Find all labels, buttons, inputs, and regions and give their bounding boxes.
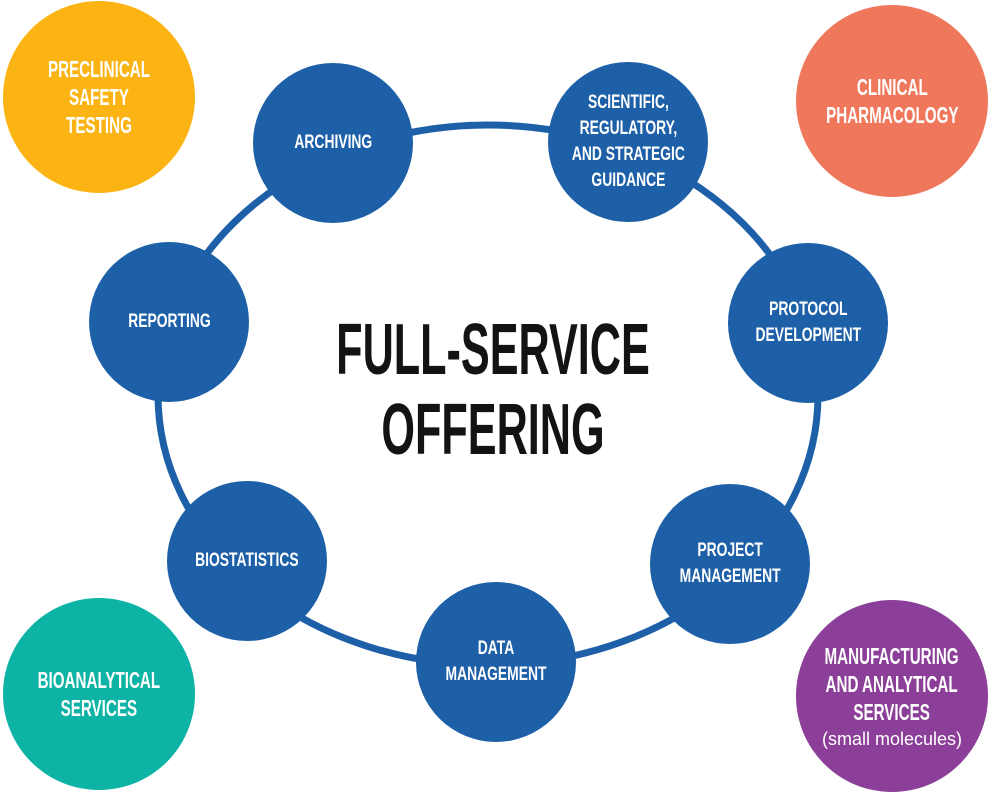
- ring-node-label: BIOSTATISTICS: [195, 550, 299, 571]
- ring-node-label: SCIENTIFIC, REGULATORY, AND STRATEGIC GU…: [571, 92, 685, 191]
- ring-node-label: PROTOCOL DEVELOPMENT: [755, 299, 861, 346]
- diagram-title: FULL-SERVICE OFFERING: [336, 310, 650, 470]
- ring-node-project-management: PROJECT MANAGEMENT: [650, 484, 810, 644]
- ring-node-label: DATA MANAGEMENT: [445, 638, 547, 685]
- corner-circle-label: PRECLINICAL SAFETY TESTING: [47, 56, 151, 138]
- ring-node-scientific-regulatory-strategic-guidance: SCIENTIFIC, REGULATORY, AND STRATEGIC GU…: [548, 62, 708, 222]
- ring-node-protocol-development: PROTOCOL DEVELOPMENT: [728, 243, 888, 403]
- corner-circle-preclinical-safety-testing: PRECLINICAL SAFETY TESTING: [3, 1, 195, 193]
- ring-node-biostatistics: BIOSTATISTICS: [167, 481, 327, 641]
- corner-circle-bioanalytical-services: BIOANALYTICAL SERVICES: [3, 598, 195, 790]
- ring-node-data-management: DATA MANAGEMENT: [416, 582, 576, 742]
- corner-circle-label: CLINICAL PHARMACOLOGY: [825, 74, 959, 128]
- corner-circle-label: MANUFACTURING AND ANALYTICAL SERVICES: [824, 642, 960, 725]
- corner-circle-manufacturing-analytical-services: MANUFACTURING AND ANALYTICAL SERVICES (s…: [796, 600, 988, 792]
- corner-circle-clinical-pharmacology: CLINICAL PHARMACOLOGY: [796, 5, 988, 197]
- ring-node-label: ARCHIVING: [294, 132, 372, 153]
- corner-circle-content: MANUFACTURING AND ANALYTICAL SERVICES (s…: [790, 642, 991, 751]
- ring-node-label: PROJECT MANAGEMENT: [679, 540, 781, 587]
- corner-circle-label: BIOANALYTICAL SERVICES: [37, 667, 161, 721]
- ring-node-label: REPORTING: [127, 311, 211, 332]
- ring-node-reporting: REPORTING: [89, 242, 249, 402]
- corner-circle-subtext: (small molecules): [821, 728, 963, 749]
- ring-node-archiving: ARCHIVING: [253, 63, 413, 223]
